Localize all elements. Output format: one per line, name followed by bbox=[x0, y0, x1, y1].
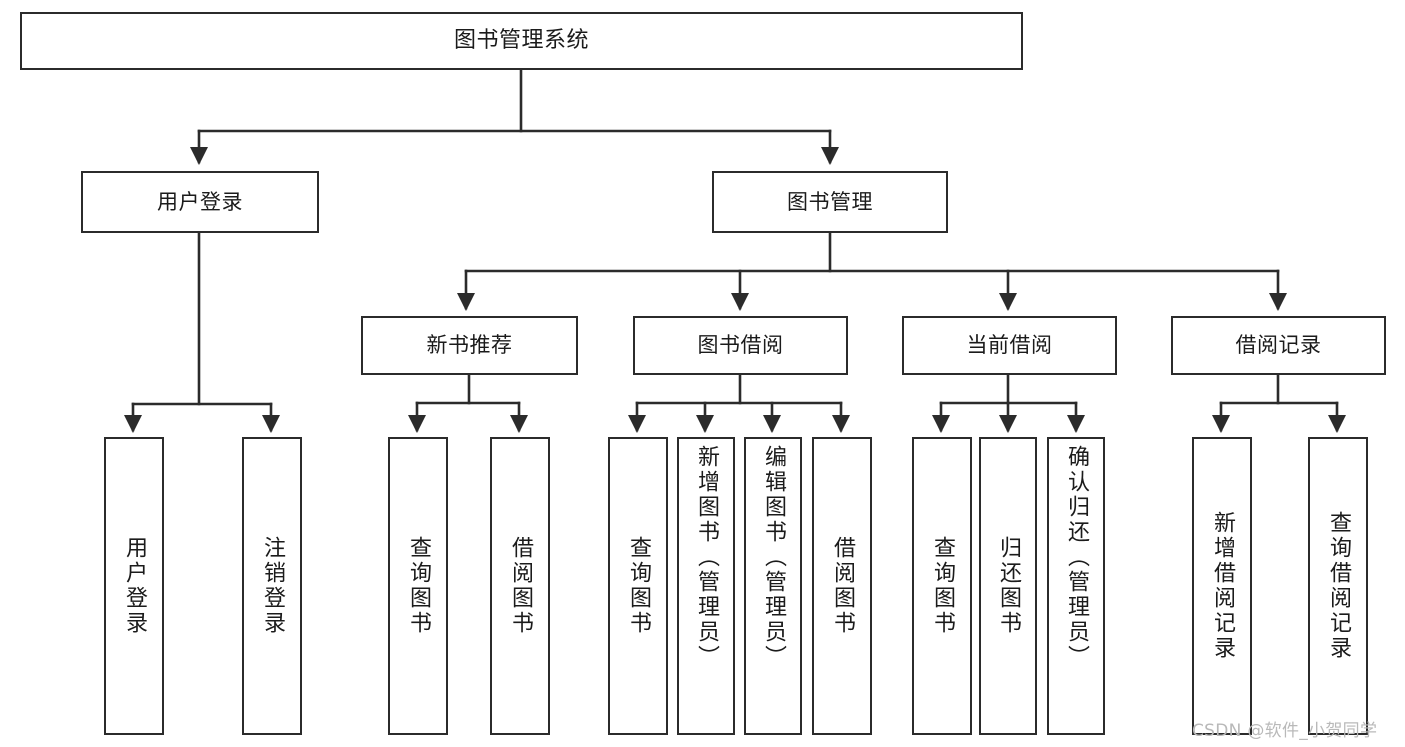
node-leaf-confirm-return-label: 确认归还（管理员） bbox=[1064, 445, 1089, 670]
node-leaf-logout-login[interactable]: 注销登录 bbox=[242, 437, 302, 735]
node-leaf-add-book[interactable]: 新增图书（管理员） bbox=[677, 437, 735, 735]
node-leaf-user-login-label: 用户登录 bbox=[122, 536, 147, 636]
node-new-book-recommend-label: 新书推荐 bbox=[426, 333, 513, 358]
node-leaf-query-book-1-label: 查询图书 bbox=[406, 536, 431, 636]
node-leaf-query-book-3[interactable]: 查询图书 bbox=[912, 437, 972, 735]
node-leaf-logout-login-label: 注销登录 bbox=[260, 536, 285, 636]
node-root-label: 图书管理系统 bbox=[453, 28, 589, 54]
node-user-login[interactable]: 用户登录 bbox=[81, 171, 319, 233]
node-borrow-record[interactable]: 借阅记录 bbox=[1171, 316, 1386, 375]
node-leaf-borrow-book-2[interactable]: 借阅图书 bbox=[812, 437, 872, 735]
node-leaf-query-record-label: 查询借阅记录 bbox=[1326, 511, 1351, 661]
node-book-manage[interactable]: 图书管理 bbox=[712, 171, 948, 233]
node-leaf-return-book[interactable]: 归还图书 bbox=[979, 437, 1037, 735]
node-leaf-user-login[interactable]: 用户登录 bbox=[104, 437, 164, 735]
node-book-borrow-label: 图书借阅 bbox=[697, 333, 784, 358]
node-current-borrow-label: 当前借阅 bbox=[966, 333, 1053, 358]
csdn-watermark: CSDN @软件_小贺同学 bbox=[1192, 721, 1378, 741]
node-root[interactable]: 图书管理系统 bbox=[20, 12, 1023, 70]
node-borrow-record-label: 借阅记录 bbox=[1235, 333, 1322, 358]
node-leaf-borrow-book-1-label: 借阅图书 bbox=[508, 536, 533, 636]
node-leaf-query-book-2-label: 查询图书 bbox=[626, 536, 651, 636]
node-user-login-label: 用户登录 bbox=[157, 189, 243, 214]
node-leaf-return-book-label: 归还图书 bbox=[996, 536, 1021, 636]
node-leaf-borrow-book-1[interactable]: 借阅图书 bbox=[490, 437, 550, 735]
node-leaf-add-record[interactable]: 新增借阅记录 bbox=[1192, 437, 1252, 735]
node-book-manage-label: 图书管理 bbox=[787, 189, 873, 214]
node-leaf-borrow-book-2-label: 借阅图书 bbox=[830, 536, 855, 636]
node-leaf-edit-book-label: 编辑图书（管理员） bbox=[761, 445, 786, 670]
node-leaf-query-book-1[interactable]: 查询图书 bbox=[388, 437, 448, 735]
node-leaf-confirm-return[interactable]: 确认归还（管理员） bbox=[1047, 437, 1105, 735]
node-new-book-recommend[interactable]: 新书推荐 bbox=[361, 316, 578, 375]
node-leaf-query-book-2[interactable]: 查询图书 bbox=[608, 437, 668, 735]
node-book-borrow[interactable]: 图书借阅 bbox=[633, 316, 848, 375]
node-leaf-query-book-3-label: 查询图书 bbox=[930, 536, 955, 636]
node-leaf-edit-book[interactable]: 编辑图书（管理员） bbox=[744, 437, 802, 735]
node-leaf-add-book-label: 新增图书（管理员） bbox=[694, 445, 719, 670]
node-leaf-query-record[interactable]: 查询借阅记录 bbox=[1308, 437, 1368, 735]
node-current-borrow[interactable]: 当前借阅 bbox=[902, 316, 1117, 375]
node-leaf-add-record-label: 新增借阅记录 bbox=[1210, 511, 1235, 661]
